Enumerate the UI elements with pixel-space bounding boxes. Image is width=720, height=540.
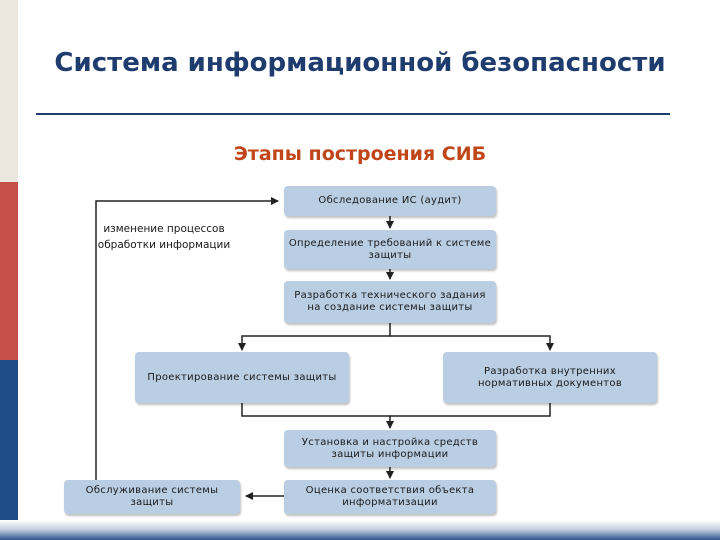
merge-line-left xyxy=(241,403,394,429)
decor-stripe-red xyxy=(0,182,18,360)
box-design: Проектирование системы защиты xyxy=(135,352,349,403)
decor-stripe-beige xyxy=(0,0,18,182)
title-divider xyxy=(36,113,670,115)
feedback-label: изменение процессов обработки информации xyxy=(96,221,232,253)
decor-stripe-blue xyxy=(0,360,18,540)
box-requirements: Определение требований к системе защиты xyxy=(284,230,496,269)
box-audit: Обследование ИС (аудит) xyxy=(284,186,496,216)
merge-line-right xyxy=(390,403,551,417)
decor-bottom-band xyxy=(0,520,720,540)
slide-title: Система информационной безопасности xyxy=(54,48,666,78)
split-line xyxy=(238,323,391,351)
split-line-right xyxy=(390,335,554,351)
feedback-label-line2: обработки информации xyxy=(97,239,231,251)
box-tech-spec: Разработка технического задания на созда… xyxy=(284,281,496,323)
box-internal-docs: Разработка внутренних нормативных докуме… xyxy=(443,352,657,403)
box-assessment: Оценка соответствия объекта информатизац… xyxy=(284,480,496,514)
box-maintenance: Обслуживание системы защиты xyxy=(64,480,240,514)
slide-subtitle: Этапы построения СИБ xyxy=(233,143,487,165)
box-install: Установка и настройка средств защиты инф… xyxy=(284,430,496,467)
feedback-label-line1: изменение процессов xyxy=(103,223,225,235)
